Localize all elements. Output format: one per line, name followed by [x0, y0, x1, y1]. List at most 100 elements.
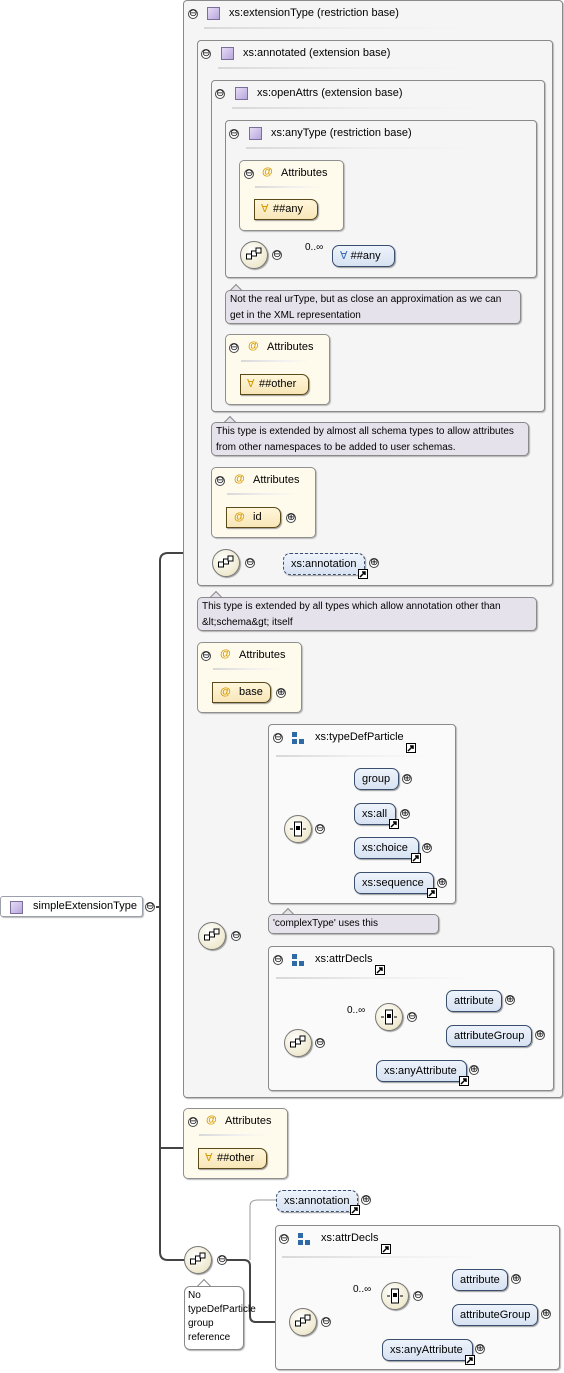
- all-element[interactable]: xs:all: [354, 803, 396, 825]
- annotation-element[interactable]: xs:annotation: [283, 553, 365, 575]
- collapse-button[interactable]: ⊖: [215, 88, 225, 99]
- separator: [227, 493, 297, 495]
- element-label: xs:sequence: [362, 877, 424, 889]
- collapse-button[interactable]: ⊖: [188, 8, 198, 19]
- element-label: group: [362, 773, 391, 785]
- choice-element[interactable]: xs:choice: [354, 837, 419, 859]
- id-attribute[interactable]: @ id: [226, 507, 281, 528]
- collapse-button[interactable]: ⊖: [188, 1116, 198, 1127]
- choice-compositor[interactable]: [381, 1282, 409, 1310]
- collapse-button[interactable]: ⊖: [244, 168, 254, 179]
- collapse-button[interactable]: ⊖: [229, 342, 239, 353]
- collapse-button[interactable]: ⊖: [215, 475, 225, 486]
- expand-button[interactable]: ⊕: [505, 994, 515, 1005]
- wildcard-icon: ∀: [205, 1152, 213, 1164]
- extension-type-title: xs:extensionType (restriction base): [229, 7, 399, 19]
- expand-button[interactable]: ⊕: [422, 842, 432, 853]
- occurrence-label: 0..∞: [305, 242, 324, 253]
- expand-button[interactable]: ⊕: [276, 687, 286, 698]
- collapse-button[interactable]: ⊖: [407, 1011, 417, 1022]
- group-icon: [292, 732, 304, 744]
- collapse-button[interactable]: ⊖: [245, 557, 255, 568]
- other-attribute-wildcard[interactable]: ∀ ##other: [198, 1148, 267, 1169]
- open-attrs-note: This type is extended by almost all sche…: [211, 422, 529, 456]
- choice-compositor[interactable]: [375, 1003, 403, 1031]
- collapse-button[interactable]: ⊖: [201, 650, 211, 661]
- attribute-group-element[interactable]: attributeGroup: [452, 1304, 538, 1326]
- collapse-button[interactable]: ⊖: [145, 901, 155, 912]
- reference-arrow-icon: [358, 569, 368, 579]
- note-text: This type is extended by all types which…: [202, 601, 501, 628]
- collapse-button[interactable]: ⊖: [273, 732, 283, 743]
- annotated-title: xs:annotated (extension base): [243, 47, 391, 59]
- sequence-compositor[interactable]: [240, 241, 268, 269]
- attribute-label: base: [239, 686, 263, 698]
- any-type-note: Not the real urType, but as close an app…: [225, 290, 521, 324]
- expand-button[interactable]: ⊕: [535, 1029, 545, 1040]
- element-label: attribute: [454, 995, 494, 1007]
- collapse-button[interactable]: ⊖: [315, 823, 325, 834]
- attribute-element[interactable]: attribute: [452, 1269, 508, 1291]
- open-attrs-title: xs:openAttrs (extension base): [257, 87, 403, 99]
- expand-button[interactable]: ⊕: [541, 1308, 551, 1319]
- expand-button[interactable]: ⊕: [286, 512, 296, 523]
- expand-button[interactable]: ⊕: [469, 1064, 479, 1075]
- annotation-element[interactable]: xs:annotation: [276, 1190, 358, 1212]
- any-attribute-wildcard[interactable]: ∀ ##any: [254, 199, 318, 220]
- attr-decls-title: xs:attrDecls: [321, 1232, 379, 1244]
- expand-button[interactable]: ⊕: [402, 773, 412, 784]
- attributes-label: Attributes: [281, 167, 328, 179]
- expand-button[interactable]: ⊕: [511, 1273, 521, 1284]
- element-label: xs:annotation: [284, 1195, 350, 1207]
- group-icon: [298, 1233, 310, 1245]
- sequence-compositor[interactable]: [212, 549, 240, 577]
- sequence-compositor[interactable]: [198, 922, 226, 950]
- wildcard-label: ##other: [259, 378, 297, 390]
- attribute-element[interactable]: attribute: [446, 990, 502, 1012]
- sequence-compositor[interactable]: [284, 1029, 312, 1057]
- collapse-button[interactable]: ⊖: [279, 1233, 289, 1244]
- expand-button[interactable]: ⊕: [361, 1194, 371, 1205]
- collapse-button[interactable]: ⊖: [272, 249, 282, 260]
- collapse-button[interactable]: ⊖: [273, 954, 283, 965]
- element-label: xs:annotation: [291, 558, 357, 570]
- element-label: xs:all: [362, 808, 388, 820]
- attributes-label: Attributes: [239, 649, 286, 661]
- complex-type-icon: [221, 47, 234, 60]
- attribute-label: id: [253, 511, 262, 523]
- collapse-button[interactable]: ⊖: [315, 1037, 325, 1048]
- collapse-button[interactable]: ⊖: [231, 930, 241, 941]
- collapse-button[interactable]: ⊖: [217, 1254, 227, 1265]
- element-label: xs:anyAttribute: [384, 1065, 457, 1077]
- any-attribute-element[interactable]: xs:anyAttribute: [382, 1339, 473, 1361]
- root-element-simpleExtensionType[interactable]: simpleExtensionType: [0, 896, 143, 917]
- expand-button[interactable]: ⊕: [400, 808, 410, 819]
- wildcard-icon: ∀: [247, 378, 255, 390]
- separator: [199, 1134, 269, 1136]
- any-element-wildcard[interactable]: ∀ ##any: [332, 245, 395, 267]
- group-element[interactable]: group: [354, 768, 399, 790]
- any-attribute-element[interactable]: xs:anyAttribute: [376, 1060, 467, 1082]
- sequence-compositor[interactable]: [289, 1308, 317, 1336]
- choice-compositor[interactable]: [284, 815, 312, 843]
- separator: [241, 360, 311, 362]
- other-attribute-wildcard[interactable]: ∀ ##other: [240, 374, 309, 395]
- wildcard-icon: ∀: [261, 203, 269, 215]
- collapse-button[interactable]: ⊖: [229, 128, 239, 139]
- collapse-button[interactable]: ⊖: [321, 1316, 331, 1327]
- attributes-icon: @: [234, 473, 245, 485]
- reference-arrow-icon: [459, 1076, 469, 1086]
- collapse-button[interactable]: ⊖: [201, 48, 211, 59]
- base-attribute[interactable]: @ base: [212, 682, 271, 703]
- element-label: xs:anyAttribute: [390, 1344, 463, 1356]
- sequence-compositor[interactable]: [184, 1246, 212, 1274]
- expand-button[interactable]: ⊕: [437, 877, 447, 888]
- collapse-button[interactable]: ⊖: [413, 1290, 423, 1301]
- complex-type-icon: [10, 901, 23, 914]
- attribute-group-element[interactable]: attributeGroup: [446, 1025, 532, 1047]
- attribute-icon: @: [234, 511, 245, 523]
- expand-button[interactable]: ⊕: [369, 557, 379, 568]
- expand-button[interactable]: ⊕: [475, 1343, 485, 1354]
- sequence-element[interactable]: xs:sequence: [354, 872, 434, 894]
- separator: [255, 186, 325, 188]
